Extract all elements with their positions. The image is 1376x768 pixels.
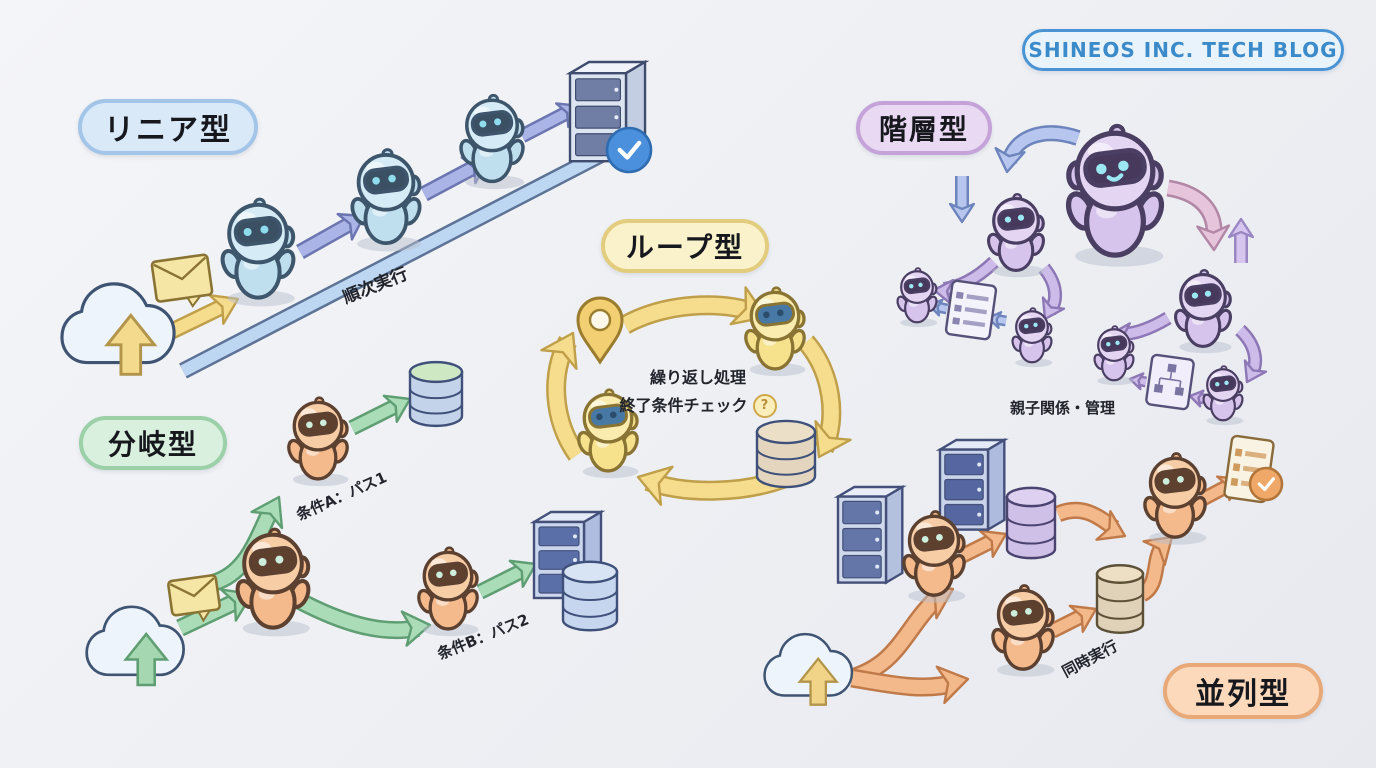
parallel-fork-arrow-b xyxy=(850,665,970,705)
hier-root-robot xyxy=(1065,123,1165,267)
branch-database-blue-icon xyxy=(561,560,619,632)
label-linear-type: リニア型 xyxy=(78,99,258,155)
parallel-check-icon xyxy=(1248,466,1284,502)
parallel-arrow-b1 xyxy=(1048,604,1098,639)
annotation-loop-block: 繰り返し処理 終了条件チェック ? xyxy=(593,364,803,420)
hier-task-list-icon xyxy=(944,279,998,341)
linear-input-arrow xyxy=(164,294,240,341)
tech-blog-badge: SHINEOS INC. TECH BLOG xyxy=(1022,29,1344,71)
hier-small-robot-2 xyxy=(1011,307,1053,368)
parallel-database-tan-icon xyxy=(1095,564,1145,634)
branch-mail-icon xyxy=(167,574,221,623)
branch-robot-path1 xyxy=(287,396,349,487)
label-loop-type: ループ型 xyxy=(601,219,769,273)
hier-doc-arrow-3 xyxy=(1128,372,1148,391)
question-icon: ? xyxy=(752,394,777,418)
parallel-arrow-a2 xyxy=(1054,501,1127,541)
linear-mail-icon xyxy=(150,253,214,308)
parallel-server-icon-1 xyxy=(833,484,907,585)
hier-arrow-down xyxy=(948,176,976,224)
hier-arrow-mid-child xyxy=(1038,263,1066,321)
parallel-server-icon-2 xyxy=(935,437,1009,532)
hier-doc-arrow-1 xyxy=(986,310,1007,329)
loop-robot-1 xyxy=(744,286,806,377)
loop-pin-icon xyxy=(576,296,624,365)
hier-small-robot-3 xyxy=(1093,325,1135,386)
branch-arrow-down xyxy=(293,592,432,647)
parallel-cloud-upload-icon xyxy=(763,632,854,706)
hier-flowchart-icon xyxy=(1145,353,1195,411)
hier-mid-robot-right xyxy=(1174,268,1232,354)
branch-database-green-icon xyxy=(408,360,464,428)
parallel-robot-a xyxy=(902,510,966,603)
annotation-parent-child: 親子関係・管理 xyxy=(1010,399,1116,417)
hier-small-robot-4 xyxy=(1202,365,1244,426)
parallel-robot-b xyxy=(991,584,1055,677)
branch-robot-main xyxy=(235,527,311,637)
label-parallel-type: 並列型 xyxy=(1163,663,1323,719)
parallel-robot-c xyxy=(1143,452,1207,545)
label-branch-type: 分岐型 xyxy=(79,416,227,470)
label-hierarchical-type: 階層型 xyxy=(856,101,992,155)
linear-check-icon xyxy=(605,126,653,174)
linear-robot-3 xyxy=(459,93,525,190)
hier-arrow-up xyxy=(1227,217,1255,263)
parallel-arrow-a1 xyxy=(958,529,1008,564)
annotation-repeat-process: 繰り返し処理 xyxy=(649,368,746,387)
branch-cloud-upload-icon xyxy=(85,605,185,687)
parallel-database-purple-icon xyxy=(1005,486,1057,560)
branch-server-icon xyxy=(529,509,606,601)
hier-arrow-root-left xyxy=(994,125,1081,174)
branch-path2-arrow xyxy=(476,559,538,600)
branch-robot-path2 xyxy=(417,546,479,637)
loop-arrow-left xyxy=(540,331,586,461)
loop-robot-2 xyxy=(577,388,639,479)
hier-small-robot-1 xyxy=(896,267,938,328)
hier-mid-robot-left xyxy=(987,192,1045,278)
loop-arrow-right xyxy=(798,335,852,459)
branch-path1-arrow xyxy=(348,394,412,436)
annotation-end-condition: 終了条件チェック xyxy=(619,396,748,415)
linear-robot-1 xyxy=(220,197,296,307)
parallel-arrow-merge xyxy=(1137,535,1174,602)
loop-database-icon xyxy=(755,419,817,489)
hier-arrow-right-child2 xyxy=(1234,324,1268,384)
linear-robot-2 xyxy=(350,148,422,252)
hier-arrow-root-right xyxy=(1166,179,1231,252)
linear-cloud-upload-icon xyxy=(60,282,176,376)
